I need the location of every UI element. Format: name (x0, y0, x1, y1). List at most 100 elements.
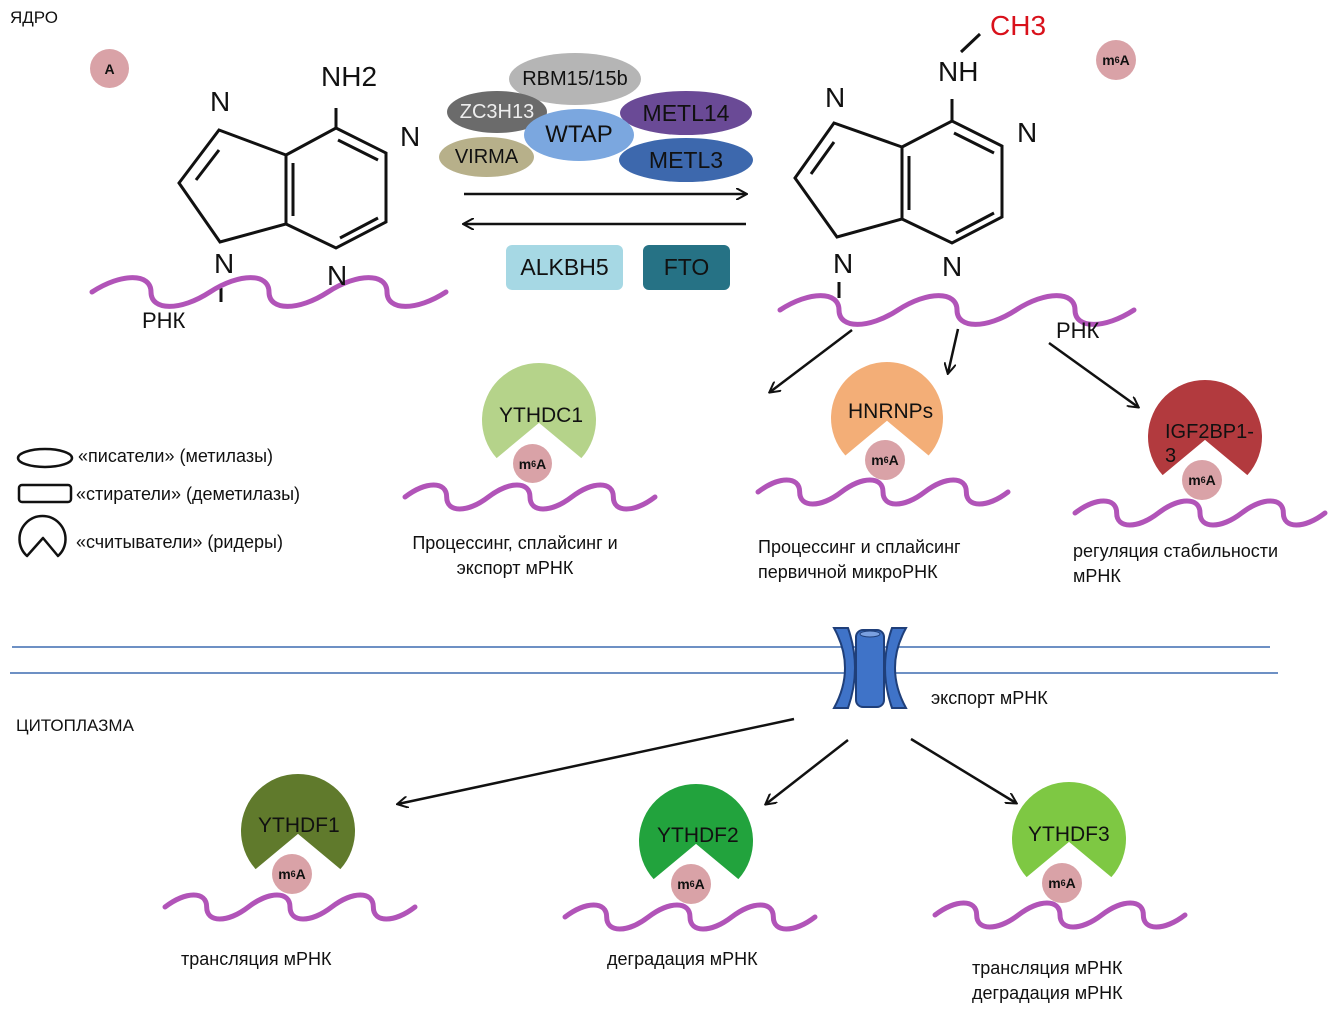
reader-ythdf1-shape (241, 774, 356, 870)
m6a-n-top: N (825, 82, 846, 113)
reader-hnrnps-label: HNRNPs (848, 400, 934, 423)
rna-strand-ythdf1 (162, 892, 418, 922)
reader-igf2bp-shape (1148, 380, 1262, 476)
m6a-n-bottom-left: N (833, 248, 854, 279)
caption-line: деградация мРНК (607, 949, 758, 969)
writer-label: WTAP (545, 121, 613, 148)
writer-label: METL14 (642, 99, 730, 126)
legend-writer-shape (16, 447, 74, 469)
m6a-superscript: 6 (1114, 55, 1120, 65)
m6a-superscript: 6 (689, 879, 695, 889)
m6a-superscript: 6 (883, 455, 889, 465)
reader-ythdf2-shape (639, 784, 753, 880)
caption-ythdc1: Процессинг, сплайсинг и экспорт мРНК (395, 531, 635, 581)
adenine-n-right: N (400, 121, 421, 152)
caption-line: деградация мРНК (972, 983, 1123, 1003)
m6a-text: A (1205, 472, 1216, 488)
reader-ythdf3-label: YTHDF3 (1028, 823, 1110, 846)
rna-strand-ythdf3 (932, 900, 1188, 930)
eraser-label: ALKBH5 (520, 254, 609, 280)
m6a-text: m (1048, 875, 1061, 891)
arrow-to-ythdf1 (398, 717, 795, 804)
adenine-rna-label: РНК (142, 308, 186, 333)
m6a-text: m (518, 455, 532, 472)
caption-line: мРНК (1073, 566, 1121, 586)
writer-virma: VIRMA (439, 137, 534, 177)
caption-line: экспорт мРНК (456, 558, 574, 578)
caption-igf2bp: регуляция стабильности мРНК (1073, 539, 1278, 589)
methyl-group-label: CH3 (990, 10, 1047, 41)
adenosine-badge: A (90, 49, 129, 88)
legend-erasers-label: «стиратели» (деметилазы) (76, 484, 301, 504)
caption-line: Процессинг и сплайсинг (758, 537, 961, 557)
arrow-to-hnrnps (948, 328, 960, 373)
arrow-to-ythdf2 (766, 739, 849, 804)
eraser-label: FTO (663, 254, 710, 280)
eraser-alkbh5: ALKBH5 (506, 245, 623, 290)
m6a-structure (793, 32, 1004, 298)
eraser-fto: FTO (643, 245, 730, 290)
writer-metl3: METL3 (619, 138, 753, 182)
arrow-to-igf2bp (1048, 341, 1138, 407)
export-label: экспорт мРНК (931, 688, 1048, 708)
rna-strand-ythdc1 (402, 482, 658, 512)
writer-metl14: METL14 (620, 91, 752, 135)
m6a-superscript: 6 (290, 869, 296, 879)
caption-ythdf2: деградация мРНК (607, 947, 758, 972)
cytoplasm-label: ЦИТОПЛАЗМА (16, 716, 134, 735)
reader-igf2bp-line-1: IGF2BP1- (1165, 421, 1254, 443)
legend-eraser-shape (17, 483, 73, 504)
legend-reader-shape (18, 514, 67, 558)
caption-line: трансляция мРНК (181, 949, 332, 969)
rna-strand-hnrnps (755, 477, 1011, 507)
adenine-n-bottom-right: N (327, 260, 348, 291)
caption-ythdf1: трансляция мРНК (181, 947, 331, 972)
rna-strand-igf2bp (1072, 498, 1328, 528)
m6a-n-right: N (1017, 117, 1038, 148)
m6a-amino-label: NH (938, 56, 979, 87)
m6a-text: m (278, 866, 291, 882)
m6a-n-bottom-right: N (942, 251, 963, 282)
m6a-text: A (295, 866, 306, 882)
m6a-text: A (694, 876, 705, 892)
m6a-text: m (1102, 52, 1115, 68)
caption-line: первичной микроРНК (758, 562, 938, 582)
m6a-superscript: 6 (1200, 475, 1206, 485)
caption-hnrnps: Процессинг и сплайсинг первичной микроРН… (758, 535, 961, 585)
adenine-amino-label: NH2 (321, 61, 378, 92)
arrow-to-ythdf3 (910, 737, 1016, 803)
m6a-text: A (1065, 875, 1076, 891)
rna-strand-m6a (777, 293, 1137, 327)
caption-ythdf3: трансляция мРНК деградация мРНК (972, 956, 1123, 1006)
legend-writers-label: «писатели» (метилазы) (78, 446, 274, 466)
caption-line: трансляция мРНК (972, 958, 1123, 978)
m6a-text: A (888, 452, 899, 468)
writer-wtap: WTAP (524, 109, 634, 161)
writer-label: RBM15/15b (522, 67, 628, 90)
caption-line: регуляция стабильности (1073, 541, 1279, 561)
writer-label: VIRMA (454, 145, 519, 168)
caption-line: Процессинг, сплайсинг и (412, 533, 618, 553)
rna-strand-adenine (89, 275, 449, 309)
m6a-text: m (677, 876, 690, 892)
adenine-structure (177, 108, 388, 302)
m6a-text: m (1188, 472, 1201, 488)
adenine-n-top: N (210, 86, 231, 117)
m6a-text: A (1119, 52, 1130, 68)
m6a-rna-label: РНК (1056, 318, 1100, 343)
m6a-text: m (871, 452, 884, 468)
reader-ythdf3-shape (1011, 781, 1126, 878)
reader-ythdf2-label: YTHDF2 (657, 824, 739, 847)
legend-readers-label: «считыватели» (ридеры) (76, 532, 283, 552)
writer-label: ZC3H13 (459, 100, 535, 123)
writer-label: METL3 (648, 146, 724, 173)
reader-igf2bp-line-2: 3 (1165, 445, 1177, 467)
writer-zc3h13: ZC3H13 (447, 91, 547, 133)
